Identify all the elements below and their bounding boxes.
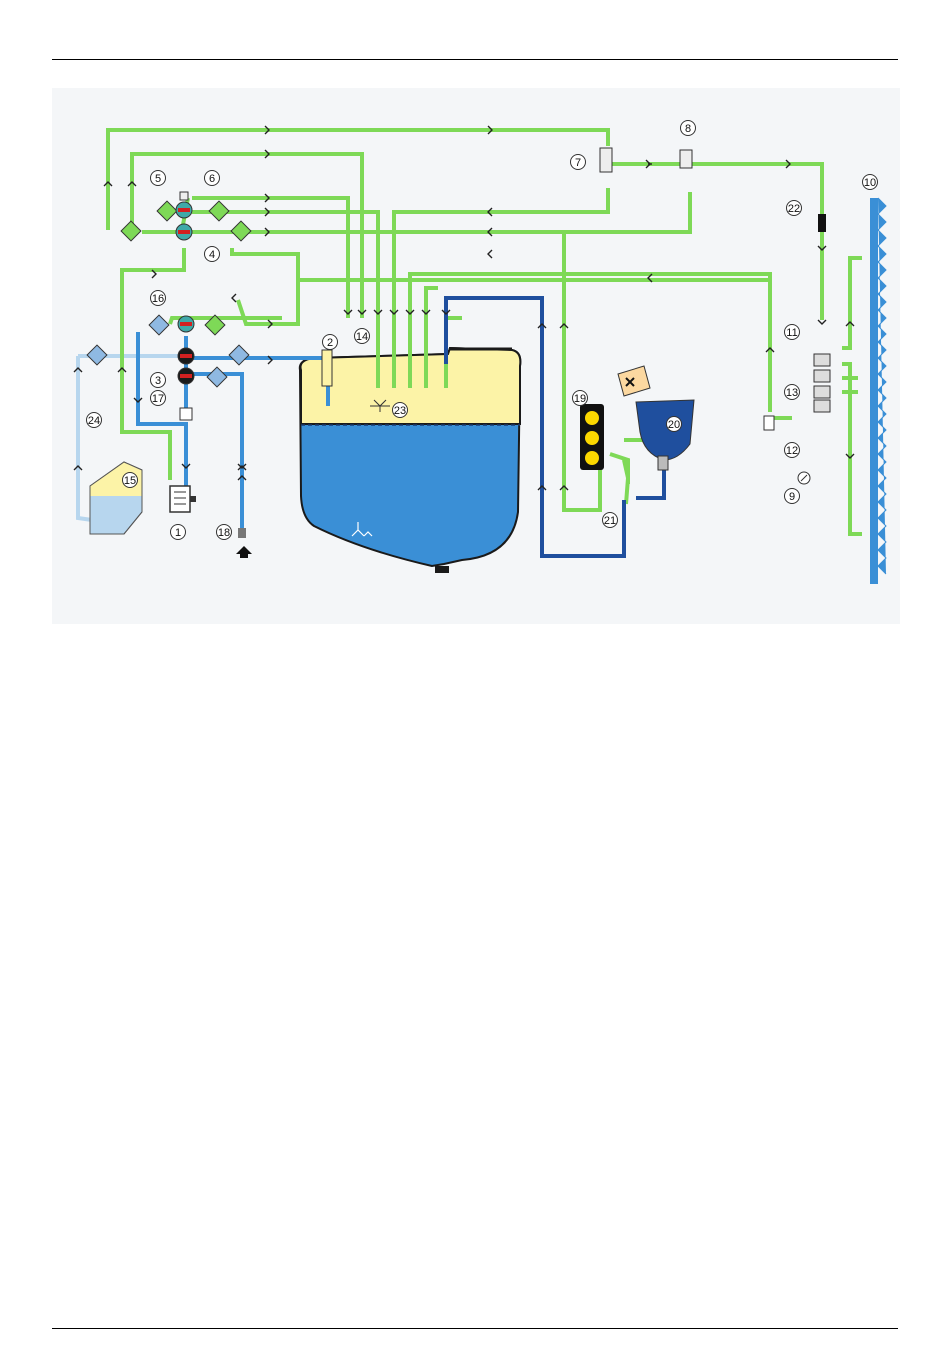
callout-18: 18 (217, 525, 232, 540)
callout-label: 5 (155, 173, 161, 185)
callout-21: 21 (603, 513, 618, 528)
callout-label: 7 (575, 157, 581, 169)
callout-label: 6 (209, 173, 215, 185)
callout-label: 15 (124, 475, 136, 487)
callout-3: 3 (151, 373, 166, 388)
callout-label: 3 (155, 375, 161, 387)
callout-label: 2 (327, 337, 333, 349)
callout-label: 8 (685, 123, 691, 135)
callout-11: 11 (785, 325, 800, 340)
callout-label: 16 (152, 293, 164, 305)
callout-2: 2 (323, 335, 338, 350)
callout-7: 7 (571, 155, 586, 170)
callout-19: 19 (573, 391, 588, 406)
callout-17: 17 (151, 391, 166, 406)
callout-label: 17 (152, 393, 164, 405)
filter-icon (180, 408, 192, 420)
level-indicator-icon (322, 350, 332, 386)
callout-label: 4 (209, 249, 215, 261)
callout-8: 8 (681, 121, 696, 136)
callout-label: 21 (604, 515, 616, 527)
sensor-icon (818, 214, 826, 232)
callout-6: 6 (205, 171, 220, 186)
pressure-gauge-icon (798, 472, 810, 484)
callout-label: 10 (864, 177, 876, 189)
callout-9: 9 (785, 489, 800, 504)
callout-label: 23 (394, 405, 406, 417)
callout-label: 19 (574, 393, 586, 405)
callout-4: 4 (205, 247, 220, 262)
callout-label: 13 (786, 387, 798, 399)
header-rule (52, 59, 898, 60)
footer-rule (52, 1328, 898, 1329)
callout-label: 22 (788, 203, 800, 215)
callout-5: 5 (151, 171, 166, 186)
callout-13: 13 (785, 385, 800, 400)
callout-14: 14 (355, 329, 370, 344)
callout-label: 1 (175, 527, 181, 539)
callout-24: 24 (87, 413, 102, 428)
control-panel-icon (580, 404, 604, 470)
callout-label: 24 (88, 415, 100, 427)
callout-1: 1 (171, 525, 186, 540)
callout-label: 20 (668, 419, 680, 431)
callout-12: 12 (785, 443, 800, 458)
callout-label: 11 (786, 327, 797, 339)
callout-16: 16 (151, 291, 166, 306)
callout-label: 12 (786, 445, 798, 457)
callout-20: 20 (667, 417, 682, 432)
callout-label: 18 (218, 527, 230, 539)
pressure-relief-icon (600, 148, 612, 172)
callout-15: 15 (123, 473, 138, 488)
callout-label: 9 (789, 491, 795, 503)
callout-22: 22 (787, 201, 802, 216)
callout-10: 10 (863, 175, 878, 190)
flow-meter-icon (680, 150, 692, 168)
callout-label: 14 (356, 331, 368, 343)
callout-23: 23 (393, 403, 408, 418)
